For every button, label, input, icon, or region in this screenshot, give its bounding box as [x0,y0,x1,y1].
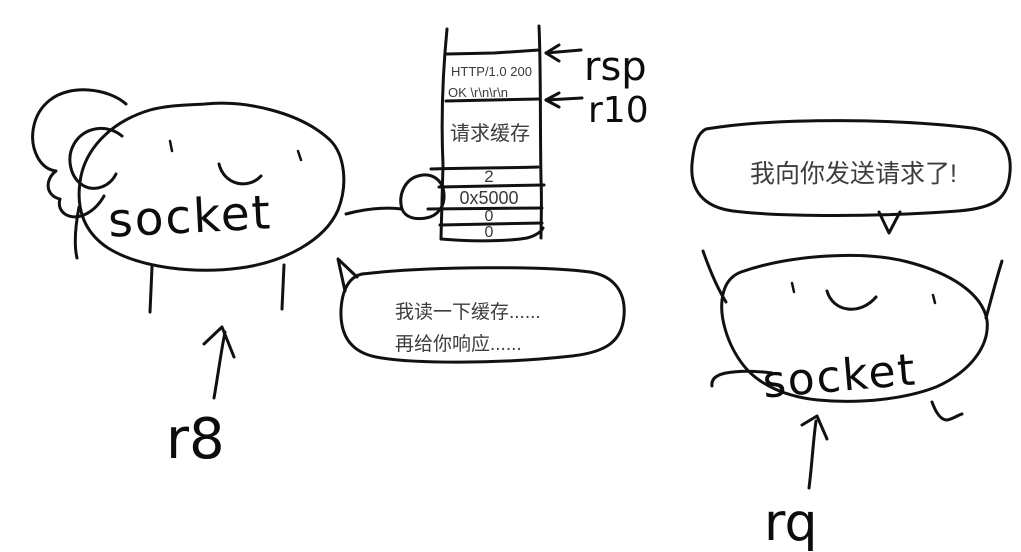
right-socket-arm-top-left [701,249,728,304]
right-bubble-text: 我向你发送请求了! [750,160,957,188]
stack-divider-6 [438,221,544,227]
right-bubble-outline [690,119,1012,217]
stack-divider-r10 [444,97,541,103]
stack-divider-4 [437,183,546,189]
right-socket-right-eye-icon [931,293,937,305]
right-socket-arm-top-right [984,259,1004,320]
left-socket-leg-left [148,265,154,314]
left-socket-right-eye-icon [296,149,303,162]
rq-pointer: rq [764,414,829,552]
right-socket-arm-lower-left [710,369,774,388]
right-socket-character: socket [701,249,1004,422]
right-socket-leg-squiggle [930,400,964,422]
right-socket-left-eye-icon [790,281,796,294]
right-socket-body [720,253,989,403]
rsp-label: rsp [584,44,647,90]
stack-response-line1: HTTP/1.0 200 [451,64,532,79]
stack-cache-title: 请求缓存 [450,122,530,145]
stack-response-line2: OK \r\n\r\n [448,85,508,100]
left-socket-body [77,101,346,272]
rq-label: rq [764,493,817,552]
stack-cell-zero-2: 0 [485,224,494,241]
left-socket-label: socket [107,185,274,249]
right-speech-bubble: 我向你发送请求了! [690,119,1012,235]
left-socket-left-eye-icon [168,139,174,153]
left-bubble-tail-icon [336,257,359,293]
stack-cell-count: 2 [484,167,493,186]
r10-arrowhead-icon [544,91,561,109]
rsp-arrow [544,48,583,55]
r10-pointer: r10 [544,90,649,131]
r10-arrow [544,96,584,102]
left-socket-hand-icon [399,173,446,221]
left-socket-ear-outer-icon [31,88,128,219]
left-bubble-text-line1: 我读一下缓存...... [395,301,541,323]
right-socket-smile-icon [825,289,878,311]
r8-arrowhead-icon [202,325,236,359]
rsp-pointer: rsp [544,43,647,90]
stack-bottom [439,226,545,243]
stack-right-wall [537,24,543,240]
left-bubble-text-line2: 再给你响应...... [395,333,522,355]
left-speech-bubble: 我读一下缓存...... 再给你响应...... [336,257,626,364]
left-socket-side-line [73,205,81,260]
stack-left-wall [439,27,449,240]
rq-arrowhead-icon [800,414,829,441]
r8-pointer: r8 [166,325,236,472]
r10-label: r10 [588,90,649,131]
left-bubble-outline [339,266,626,364]
r8-label: r8 [166,407,225,472]
rsp-arrowhead-icon [544,43,561,63]
left-socket-leg-right [280,263,286,311]
left-socket-character: socket [31,88,446,314]
stack-divider-5 [426,206,544,211]
stack-cell-address: 0x5000 [459,188,518,208]
left-socket-smile-icon [217,162,263,186]
stack-divider-3 [429,165,540,171]
stack-cell-zero-1: 0 [485,208,494,225]
left-socket-arm [344,206,404,216]
right-bubble-tail-icon [877,210,902,235]
left-socket-ear-inner-icon [68,127,124,190]
r8-arrow [212,330,227,400]
stack-divider-rsp [445,48,541,56]
rq-arrow [807,419,818,490]
request-buffer-stack: HTTP/1.0 200 OK \r\n\r\n 请求缓存 2 0x5000 0… [426,24,546,243]
